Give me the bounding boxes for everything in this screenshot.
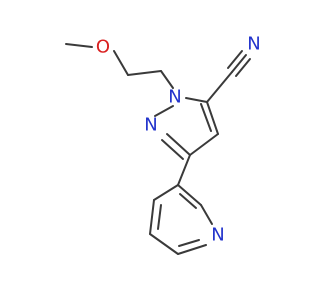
bonds xyxy=(65,43,251,255)
bond-pyridine-4 xyxy=(149,233,179,255)
bond-pyridine-3 xyxy=(177,244,207,255)
pyridine-nitrogen-atom-label: N xyxy=(211,225,224,246)
pyrazole-n1-atom-label: N xyxy=(168,87,181,108)
bond-n1-n2 xyxy=(154,105,174,117)
bond-nitrile-triple-3 xyxy=(235,58,251,77)
molecule-structure-diagram: O N N N N xyxy=(65,34,261,255)
bond-pyridine-5 xyxy=(149,199,155,235)
bond-c5-nitrile-carbon xyxy=(206,71,233,103)
nitrile-nitrogen-atom-label: N xyxy=(247,34,260,55)
bond-c4-c5-a xyxy=(206,101,219,135)
bond-nitrile-triple-1 xyxy=(227,50,243,69)
bond-nitrile-triple-2 xyxy=(231,54,247,73)
bond-pyridine-6 xyxy=(153,184,179,201)
bond-pyridine-inner-3 xyxy=(157,204,162,230)
pyrazole-n2-atom-label: N xyxy=(144,115,157,136)
bond-pyridine-inner-2 xyxy=(178,239,200,247)
bond-pyridine-1 xyxy=(177,184,202,206)
bond-c3-pyridine xyxy=(177,154,191,186)
bond-pyridine-2 xyxy=(200,204,213,225)
bond-oxygen-ch2 xyxy=(113,50,129,76)
bond-c5-n1 xyxy=(185,97,208,103)
bond-ch2-ch2 xyxy=(127,70,162,76)
bond-ch2-n1 xyxy=(160,70,174,89)
bond-pyridine-inner-1 xyxy=(179,193,197,209)
bond-c4-c5-b xyxy=(200,103,212,132)
oxygen-atom-label: O xyxy=(96,37,110,58)
bond-c3-c4 xyxy=(189,133,219,156)
atom-labels: O N N N N xyxy=(96,34,261,246)
bond-n2-c3-b xyxy=(161,139,184,160)
bond-n2-c3-a xyxy=(166,133,191,156)
bond-methyl-oxygen xyxy=(65,43,93,48)
